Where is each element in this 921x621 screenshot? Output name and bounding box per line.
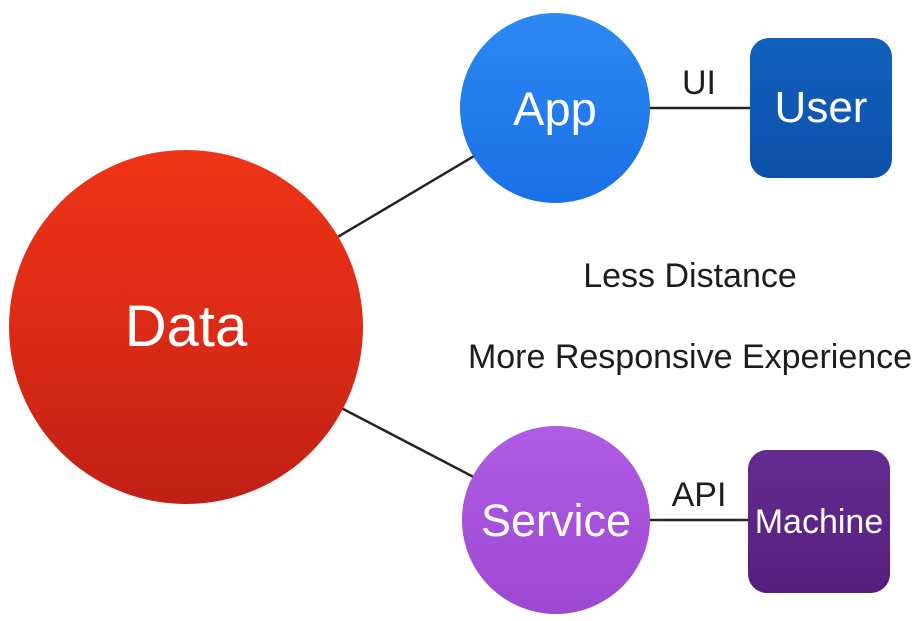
edge-label-ui: UI <box>682 64 716 102</box>
annotation-less-distance: Less Distance <box>583 257 797 295</box>
node-data-label: Data <box>124 294 248 359</box>
node-app-label: App <box>513 81 597 135</box>
node-service-label: Service <box>480 494 632 546</box>
node-data: Data <box>9 150 363 504</box>
node-user: User <box>750 38 892 178</box>
node-service: Service <box>462 426 650 614</box>
edge-label-api: API <box>671 476 727 514</box>
node-machine-label: Machine <box>754 502 884 541</box>
node-machine: Machine <box>748 450 890 593</box>
node-user-label: User <box>774 83 868 132</box>
node-app: App <box>460 13 650 203</box>
annotation-more-responsive-experience: More Responsive Experience <box>467 338 913 376</box>
